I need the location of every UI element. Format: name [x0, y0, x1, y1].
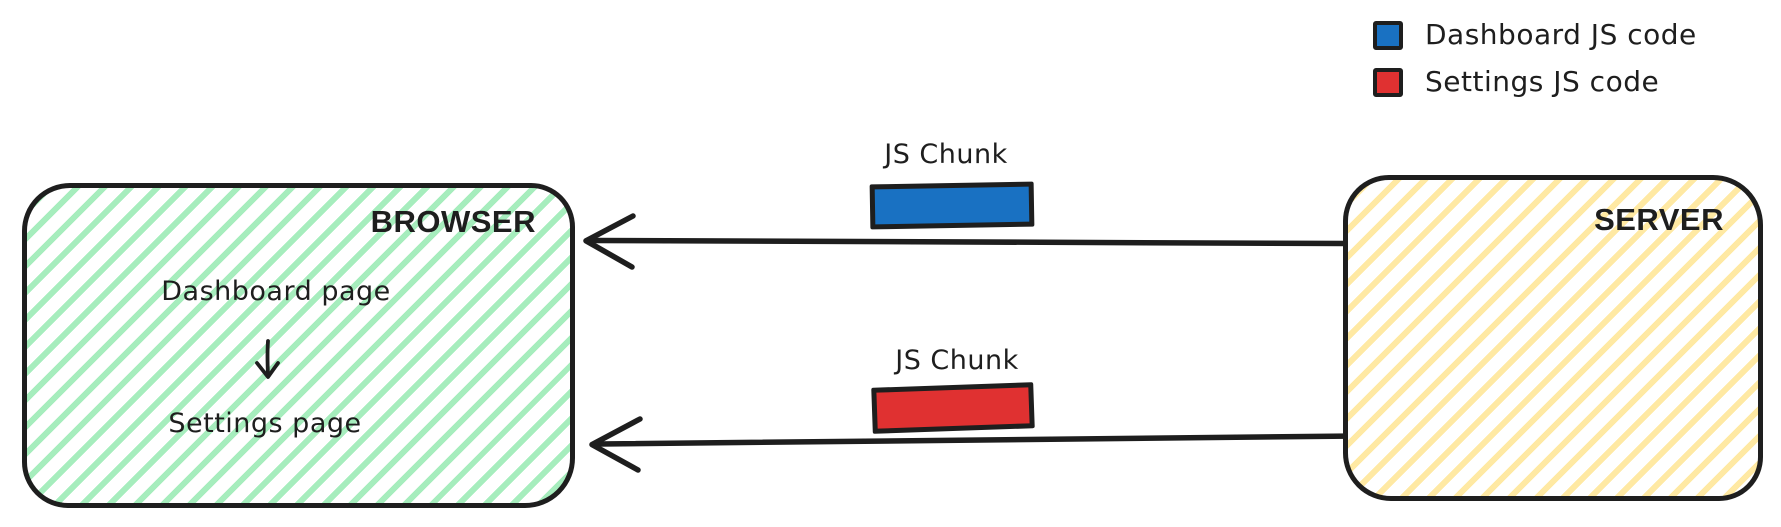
dashboard-js-chunk: [869, 181, 1035, 230]
legend-label-dashboard: Dashboard JS code: [1425, 18, 1697, 51]
browser-box-title: BROWSER: [370, 204, 536, 239]
legend-item-settings: Settings JS code: [1373, 65, 1697, 99]
settings-page-label: Settings page: [168, 408, 362, 439]
dashboard-js-swatch-icon: [1373, 20, 1403, 50]
browser-box: BROWSER Dashboard page Settings page: [22, 183, 575, 508]
legend-label-settings: Settings JS code: [1425, 65, 1660, 98]
legend: Dashboard JS code Settings JS code: [1373, 18, 1697, 99]
settings-chunk-label: JS Chunk: [895, 345, 1019, 376]
dashboard-page-label: Dashboard page: [161, 276, 391, 307]
down-arrow-icon: [255, 339, 280, 379]
settings-js-chunk: [871, 382, 1035, 434]
dashboard-chunk-label: JS Chunk: [884, 139, 1008, 170]
settings-js-swatch-icon: [1373, 67, 1403, 97]
legend-item-dashboard: Dashboard JS code: [1373, 18, 1697, 52]
server-box: SERVER: [1343, 175, 1763, 501]
server-box-title: SERVER: [1594, 202, 1724, 237]
